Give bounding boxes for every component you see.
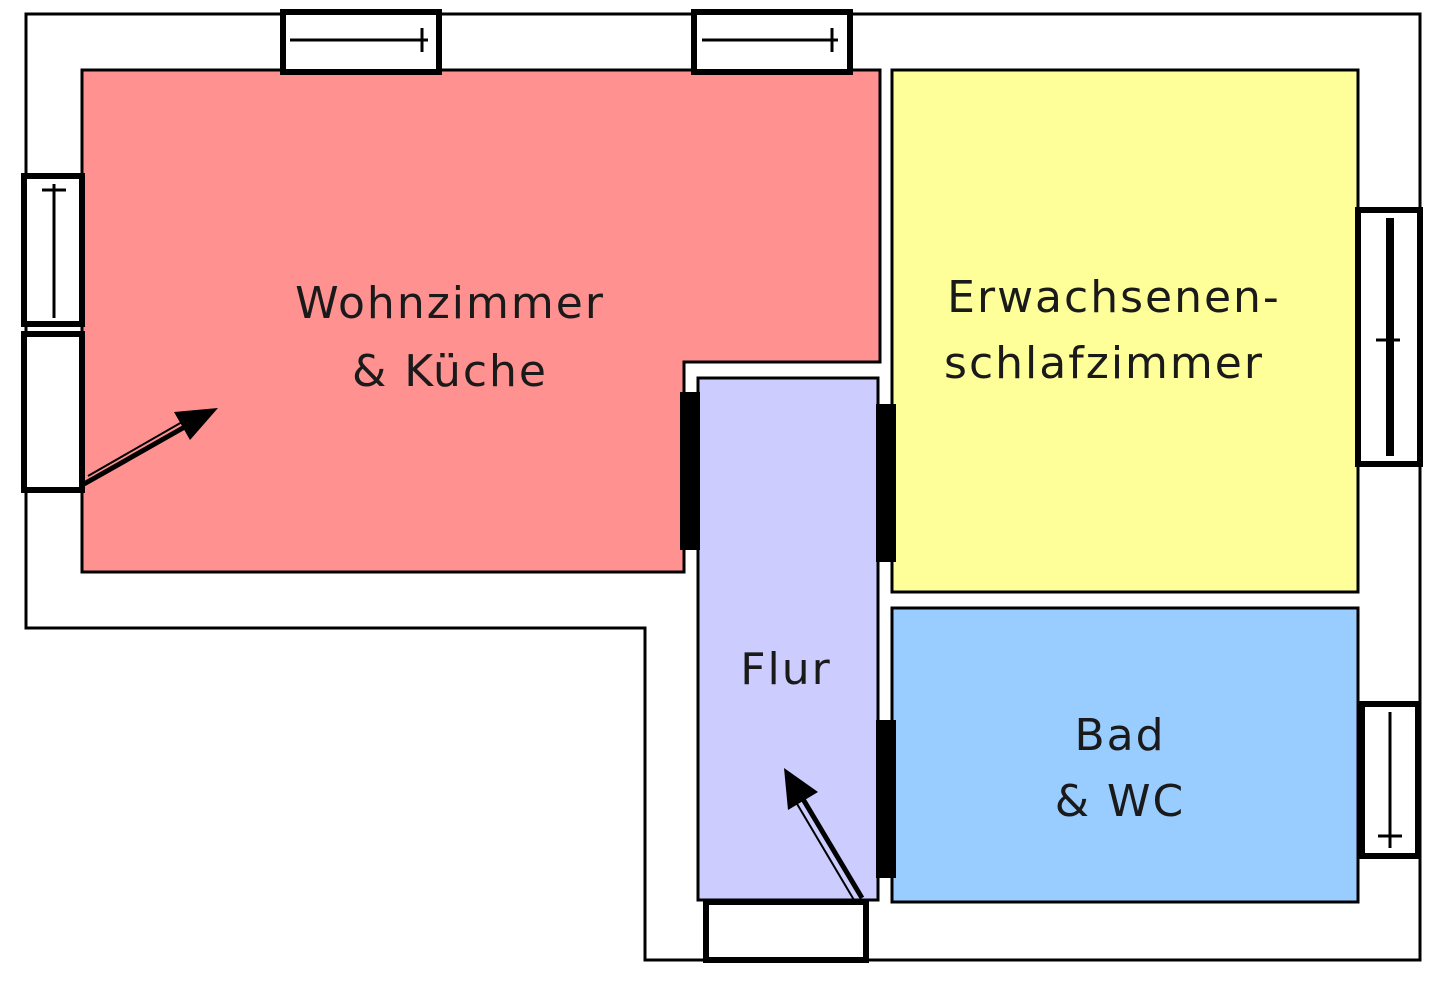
window-left-lower: [21, 331, 85, 493]
room-bath: [890, 606, 1360, 904]
label-bedroom-line1: Erwachsenen-: [947, 272, 1281, 323]
arrow-hallway-entry-icon: [784, 768, 865, 901]
outer-wall: [24, 12, 1422, 962]
door-hallway-bath: [876, 720, 896, 878]
label-bath-line2: & WC: [1055, 776, 1186, 827]
label-bedroom-line2: schlafzimmer: [944, 338, 1264, 389]
door-living-hallway: [680, 392, 700, 550]
label-bath-line1: Bad: [1074, 710, 1165, 761]
room-bedroom: [890, 68, 1360, 594]
window-right-bedroom: [1355, 207, 1423, 467]
arrow-living-entry-icon: [82, 408, 218, 487]
window-left-upper: [21, 173, 85, 327]
label-living-line1: Wohnzimmer: [295, 278, 605, 329]
window-top-right: [691, 9, 853, 75]
window-right-bath: [1359, 701, 1421, 859]
window-top-left: [280, 9, 442, 75]
door-hallway-bedroom: [876, 404, 896, 562]
label-living-line2: & Küche: [352, 346, 548, 397]
label-hallway: Flur: [740, 644, 832, 695]
room-hallway: [696, 376, 880, 902]
window-bottom-hallway: [703, 899, 869, 963]
